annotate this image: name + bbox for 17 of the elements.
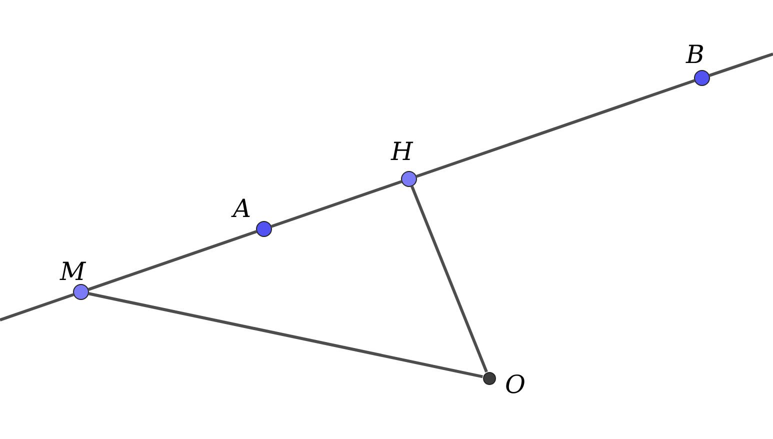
line-segment xyxy=(88,230,257,291)
point-label: M xyxy=(60,259,86,284)
line-segment xyxy=(416,79,695,178)
point-marker xyxy=(256,221,272,237)
point-marker xyxy=(401,171,417,187)
point-label: B xyxy=(686,42,704,67)
line-extension xyxy=(709,52,773,77)
line-segment xyxy=(88,292,483,378)
point-label: O xyxy=(505,372,526,397)
line-segment xyxy=(271,180,402,228)
point-marker xyxy=(694,70,710,86)
point-label: H xyxy=(391,139,413,164)
point-marker xyxy=(73,284,89,300)
point-label: A xyxy=(233,196,252,221)
line-segment xyxy=(410,186,488,373)
point-marker xyxy=(482,372,496,384)
line-extension xyxy=(0,293,74,322)
